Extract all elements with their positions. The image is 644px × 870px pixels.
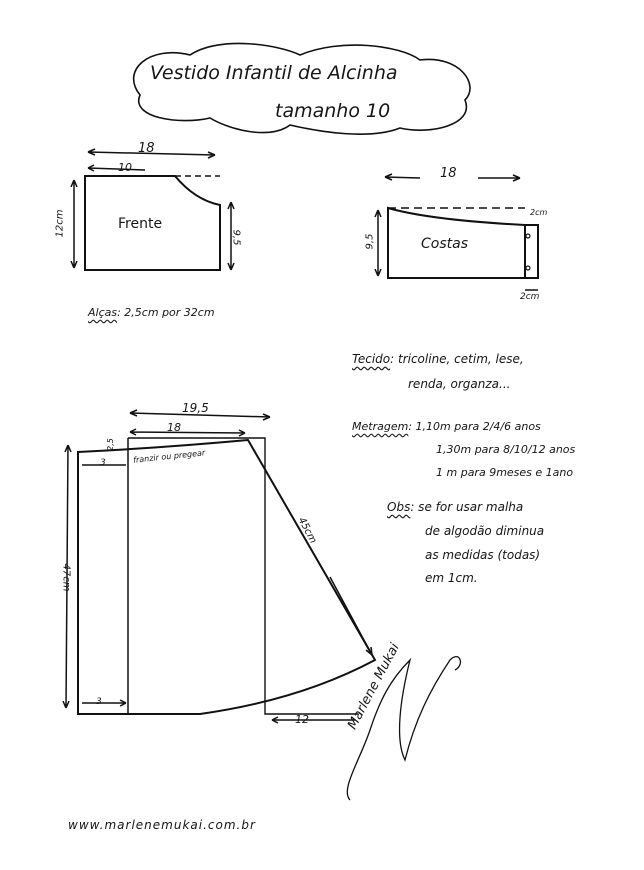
tecido-text: : tricoline, cetim, lese, (390, 352, 524, 366)
saia-piece (77, 437, 377, 715)
obs-text: : se for usar malha (410, 500, 524, 514)
metragem-row-1: Metragem: 1,10m para 2/4/6 anos (352, 420, 541, 433)
obs-line4: em 1cm. (425, 571, 478, 585)
signature-graphic (346, 656, 462, 801)
title-line2: tamanho 10 (275, 100, 391, 122)
costas-piece (387, 206, 539, 279)
frente-width: 18 (138, 141, 155, 156)
metragem-row-1-text: : 1,10m para 2/4/6 anos (408, 420, 541, 433)
costas-label: Costas (421, 236, 468, 252)
frente-label: Frente (118, 216, 163, 232)
metragem-row-2: 1,30m para 8/10/12 anos (436, 443, 576, 456)
metragem-label: Metragem (352, 420, 409, 433)
saia-arrows (62, 409, 373, 724)
title-cloud (133, 42, 471, 135)
obs-line2: de algodão diminua (425, 524, 545, 538)
title-line1: Vestido Infantil de Alcinha (150, 62, 398, 84)
saia-top-total: 19,5 (182, 401, 209, 415)
costas-arrows (374, 173, 538, 291)
saia-bottom-ext: 12 (295, 713, 309, 726)
tecido-label: Tecido (352, 352, 391, 366)
saia-left-margin: 3 (100, 458, 106, 468)
saia-drop: 2,5 (105, 438, 115, 451)
saia-height: 47cm (60, 563, 72, 592)
costas-drop: 2cm (530, 208, 548, 217)
obs-line3: as medidas (todas) (425, 548, 541, 562)
tecido-line1: Tecido: tricoline, cetim, lese, (352, 352, 524, 366)
metragem-row-3: 1 m para 9meses e 1ano (436, 466, 574, 479)
tecido-line2: renda, organza... (408, 377, 511, 391)
costas-width: 18 (440, 166, 457, 181)
frente-side: 9,5 (230, 229, 242, 246)
frente-arrows (70, 148, 235, 271)
costas-height: 9,5 (364, 233, 376, 250)
obs-label: Obs (387, 500, 411, 514)
alcas-text: : 2,5cm por 32cm (117, 306, 215, 319)
frente-height: 12cm (54, 209, 66, 238)
costas-tab: 2cm (520, 292, 540, 302)
frente-top: 10 (118, 161, 132, 174)
saia-top: 18 (167, 421, 181, 434)
frente-piece (84, 175, 221, 271)
alcas-info: Alças: 2,5cm por 32cm (88, 306, 215, 319)
footer-url: www.marlenemukai.com.br (68, 818, 256, 832)
saia-bottom-margin: 3 (96, 697, 102, 707)
obs-line1: Obs: se for usar malha (387, 500, 523, 514)
alcas-label: Alças (88, 306, 118, 319)
